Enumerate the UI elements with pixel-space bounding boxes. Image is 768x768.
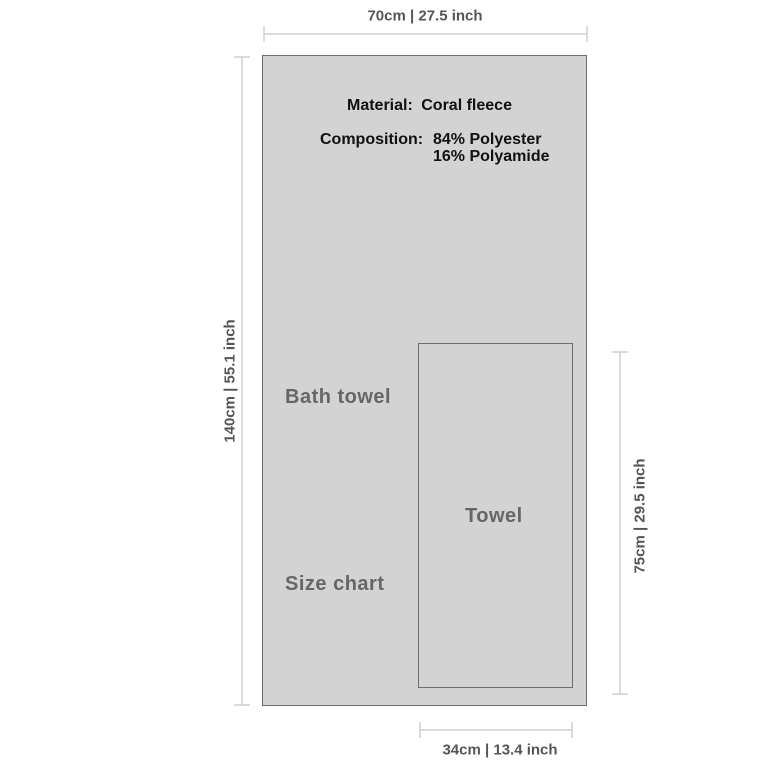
size-chart-label: Size chart xyxy=(285,573,385,595)
material-spec: Material: Coral fleece xyxy=(347,97,512,115)
towel-label: Towel xyxy=(465,505,523,527)
towel-height-label: 75cm | 29.5 inch xyxy=(631,458,649,574)
bath-towel-label: Bath towel xyxy=(285,386,392,408)
material-value: Coral fleece xyxy=(421,97,512,114)
composition-label: Composition: xyxy=(320,131,424,148)
bath-towel-shape xyxy=(262,55,587,706)
composition-line-1: 84% Polyester xyxy=(433,131,542,148)
bath-height-label: 140cm | 55.1 inch xyxy=(221,319,239,443)
towel-shape xyxy=(418,343,573,688)
bath-width-label: 70cm | 27.5 inch xyxy=(367,7,483,25)
composition-line-2: 16% Polyamide xyxy=(433,148,550,165)
towel-width-label: 34cm | 13.4 inch xyxy=(442,741,558,759)
material-label: Material: xyxy=(347,97,413,114)
